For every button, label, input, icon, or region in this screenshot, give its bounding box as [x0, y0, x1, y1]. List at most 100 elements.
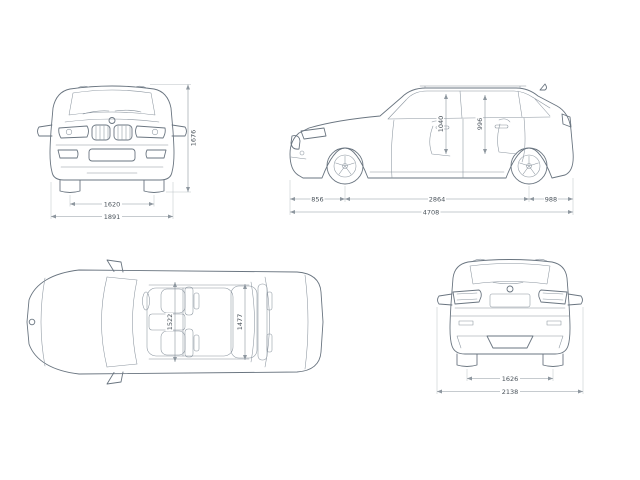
front-wheel-rim: [333, 154, 357, 178]
side-view: 1040 996 856 2864 988 4708: [289, 83, 574, 216]
rear-interior-width-value: 1477: [236, 314, 244, 331]
mirror-width-value: 2138: [502, 388, 519, 396]
front-wheels: [59, 179, 165, 193]
bmw-roundel: [108, 117, 116, 124]
door-cut-lines: [391, 117, 526, 179]
fog-light: [299, 150, 305, 156]
front-dimension-height: 1676: [150, 84, 198, 193]
windshield-top: [132, 279, 138, 365]
shark-fin-antenna: [539, 83, 547, 91]
front-width-value: 1891: [104, 213, 121, 221]
top-dimension-rear-width: 1477: [235, 284, 247, 360]
diffuser: [486, 335, 534, 349]
hood-roundel: [28, 318, 36, 326]
side-kidney-grille: [290, 135, 301, 150]
door-handle-rear: [494, 124, 509, 129]
reflector-left: [458, 320, 474, 326]
rear-view: 1626 2138: [436, 258, 584, 396]
panorama-roof: [146, 287, 234, 357]
front-wheel-spokes: [335, 155, 355, 175]
rear-wheels: [456, 353, 564, 367]
side-dimension-rear-headroom: 996: [475, 95, 487, 154]
c-pillar: [517, 90, 523, 118]
passenger-seat: [160, 328, 200, 358]
lower-valance: [60, 166, 164, 174]
front-body-outline: [49, 85, 175, 181]
rear-wiper: [492, 282, 524, 285]
rear-wheel-tire: [510, 147, 548, 185]
wheelbase-value: 2864: [429, 195, 446, 203]
rear-overhang-value: 988: [545, 195, 557, 203]
rear-dimension-track: 1626: [466, 369, 554, 383]
side-silhouette: [289, 87, 574, 176]
tailgate-roundel: [506, 285, 514, 293]
side-car-body: [289, 83, 574, 185]
rear-mirrors: [437, 293, 583, 306]
hood-line: [64, 118, 160, 123]
front-overhang-value: 856: [311, 195, 323, 203]
rear-dimension-mirror-width: 2138: [436, 307, 584, 396]
mirror-top: [106, 259, 124, 273]
rear-car-body: [437, 258, 583, 367]
taillight-detail: [456, 292, 564, 301]
d-pillar: [534, 98, 551, 117]
front-bumper-detail: [290, 156, 307, 160]
rear-window: [469, 263, 551, 285]
roof-rails-top: [148, 284, 250, 360]
kidney-grille-left: [91, 124, 111, 141]
rear-headroom-value: 996: [476, 118, 484, 130]
steering-wheel: [142, 291, 150, 311]
overall-length-value: 4708: [423, 208, 440, 216]
wipers: [82, 109, 142, 115]
front-height-value: 1676: [190, 130, 198, 147]
side-dimension-front-headroom: 1040: [436, 94, 448, 154]
side-dimension-lengths: 856 2864 988 4708: [289, 178, 574, 216]
roof-rails: [76, 85, 148, 89]
rear-body-outline: [449, 259, 571, 355]
license-plate: [489, 293, 531, 308]
side-mirrors: [37, 124, 187, 137]
rear-wheel-rim: [517, 154, 541, 178]
a-pillar-lines: [106, 276, 138, 368]
roof-rails-rear: [472, 258, 548, 262]
front-view: 1676 1620 1891: [37, 84, 198, 221]
windshield: [68, 89, 156, 116]
top-body-outline: [26, 269, 324, 375]
glasshouse-top: [405, 90, 551, 109]
beltline: [387, 116, 551, 120]
front-bumper-cut: [40, 277, 46, 367]
top-dimension-front-width: 1522: [165, 282, 177, 362]
reflector-right: [546, 320, 562, 326]
front-track-value: 1620: [104, 200, 121, 208]
rear-roof-edge: [250, 281, 255, 363]
rear-track-value: 1626: [502, 375, 519, 383]
b-pillar: [459, 90, 463, 119]
front-wheel-tire: [326, 147, 364, 185]
lower-valance-rear: [456, 335, 564, 349]
side-underbody: [297, 147, 566, 179]
taillight-side: [561, 113, 572, 128]
front-headroom-value: 1040: [437, 116, 445, 133]
top-car-body: [26, 259, 324, 385]
kidney-grille-right: [113, 124, 133, 141]
windshield-base: [101, 276, 108, 368]
headlight-lens-right: [151, 128, 159, 136]
front-car-body: [37, 85, 187, 193]
roof-rail: [419, 85, 527, 89]
rear-seat-profile: [497, 118, 518, 155]
center-air-intake: [88, 148, 136, 162]
mirror-bottom: [106, 371, 124, 385]
a-pillar: [387, 99, 407, 120]
side-headlight: [300, 127, 327, 140]
trunk-line: [304, 274, 309, 370]
grille-slats: [95, 125, 131, 141]
taillights: [452, 289, 568, 305]
front-dimension-track: 1620: [69, 195, 155, 208]
headlight-lens-left: [65, 128, 73, 136]
front-dimension-width: 1891: [50, 182, 174, 221]
driver-seat: [160, 286, 200, 316]
rear-wheel-spokes: [519, 155, 539, 175]
front-interior-width-value: 1522: [166, 314, 174, 331]
headlights: [58, 125, 166, 139]
